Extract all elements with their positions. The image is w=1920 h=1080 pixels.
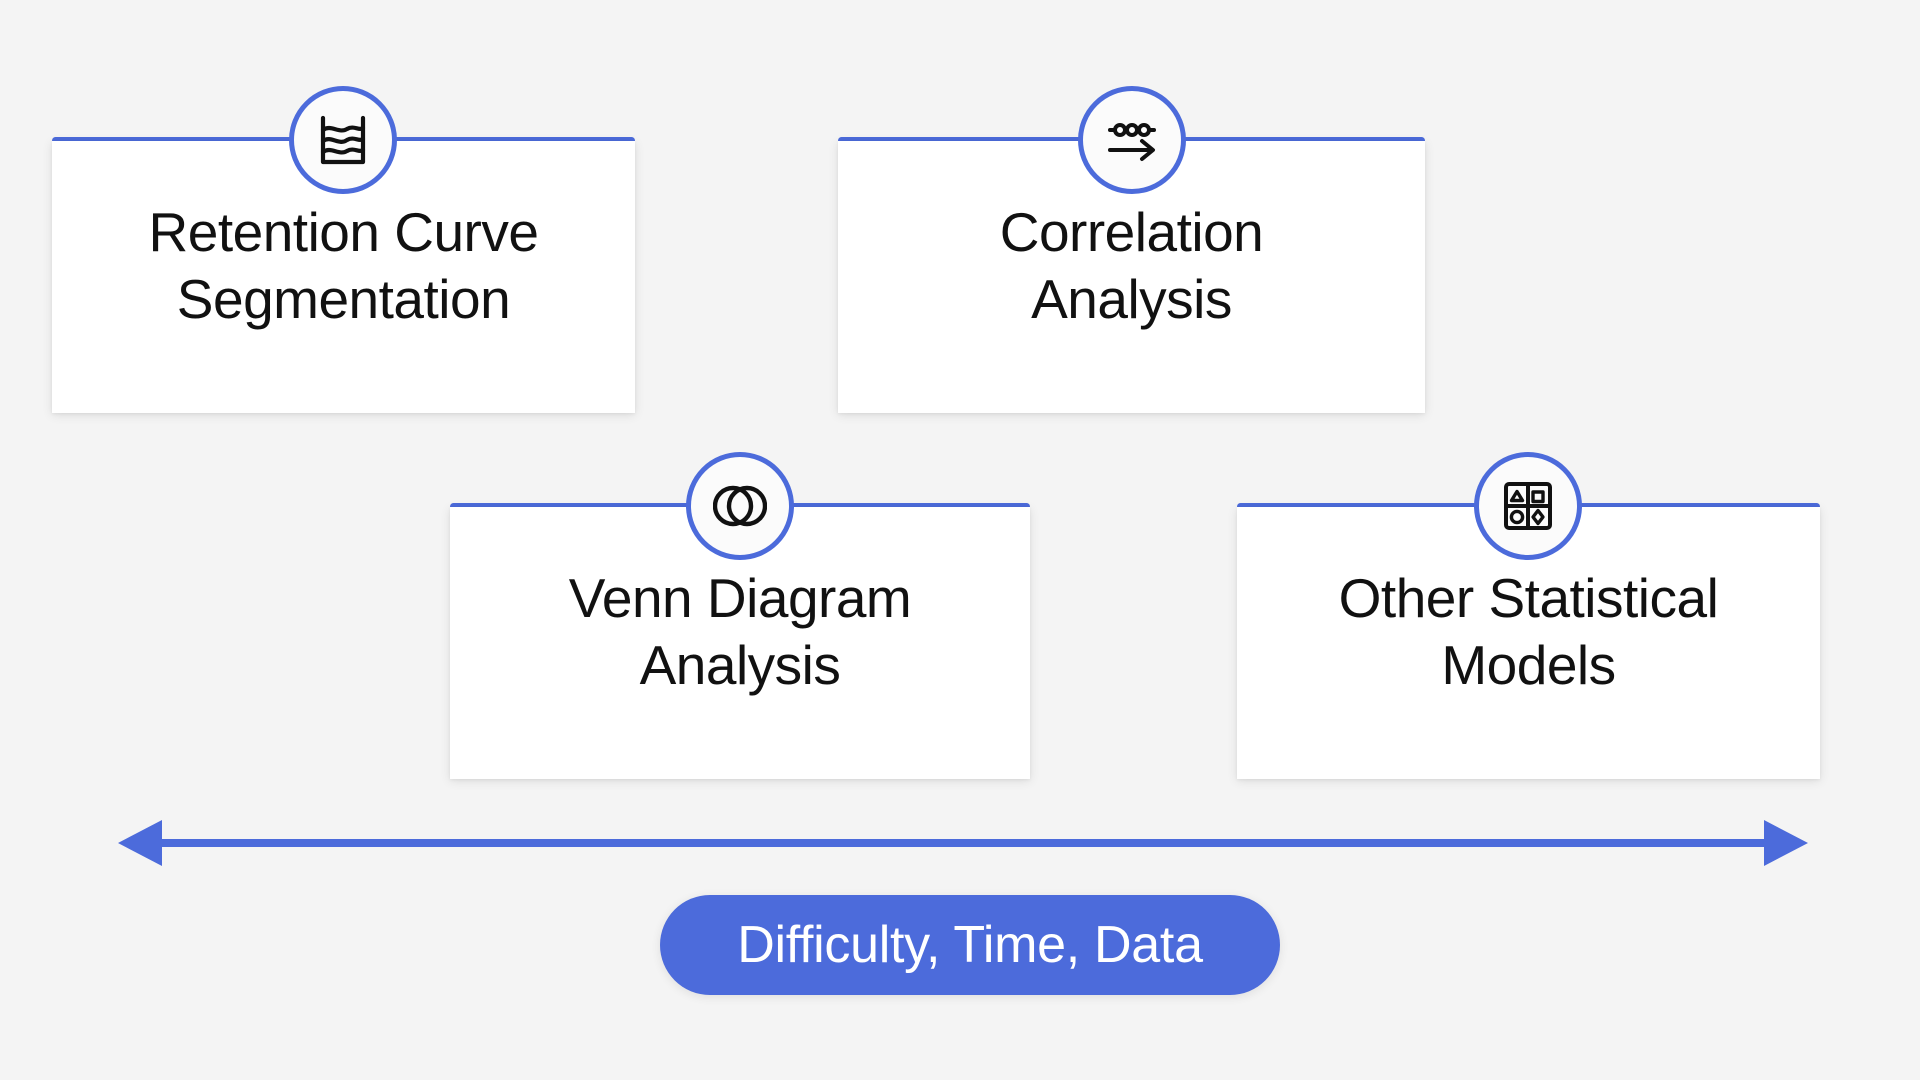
- icon-badge-retention[interactable]: [289, 86, 397, 194]
- axis-label-text: Difficulty, Time, Data: [737, 916, 1203, 974]
- card-title-venn: Venn Diagram Analysis: [485, 565, 995, 699]
- card-venn-diagram-analysis[interactable]: Venn Diagram Analysis: [450, 507, 1030, 779]
- card-title-line-2: Models: [1441, 634, 1616, 697]
- card-title-line-1: Other Statistical: [1338, 567, 1719, 629]
- stream-chart-icon: [315, 112, 371, 168]
- card-title-line-1: Correlation: [999, 201, 1264, 263]
- card-title-line-2: Analysis: [639, 634, 841, 697]
- axis-double-arrow: [118, 818, 1808, 868]
- node-arrow-icon: [1103, 111, 1161, 169]
- icon-badge-other-models[interactable]: [1474, 452, 1582, 560]
- card-title-retention: Retention Curve Segmentation: [87, 199, 600, 333]
- card-title-line-2: Analysis: [1031, 268, 1232, 331]
- axis-label-pill[interactable]: Difficulty, Time, Data: [660, 895, 1280, 995]
- icon-badge-correlation[interactable]: [1078, 86, 1186, 194]
- card-title-line-1: Retention Curve: [148, 201, 539, 263]
- icon-badge-venn[interactable]: [686, 452, 794, 560]
- card-other-statistical-models[interactable]: Other Statistical Models: [1237, 507, 1820, 779]
- card-correlation-analysis[interactable]: Correlation Analysis: [838, 141, 1425, 413]
- card-title-correlation: Correlation Analysis: [873, 199, 1390, 333]
- shapes-grid-icon: [1501, 479, 1555, 533]
- arrowhead-right: [1764, 820, 1808, 866]
- card-title-line-1: Venn Diagram: [568, 567, 912, 629]
- card-retention-curve-segmentation[interactable]: Retention Curve Segmentation: [52, 141, 635, 413]
- card-title-other-models: Other Statistical Models: [1272, 565, 1785, 699]
- card-title-line-2: Segmentation: [176, 268, 511, 331]
- venn-circles-icon: [713, 479, 767, 533]
- arrowhead-left: [118, 820, 162, 866]
